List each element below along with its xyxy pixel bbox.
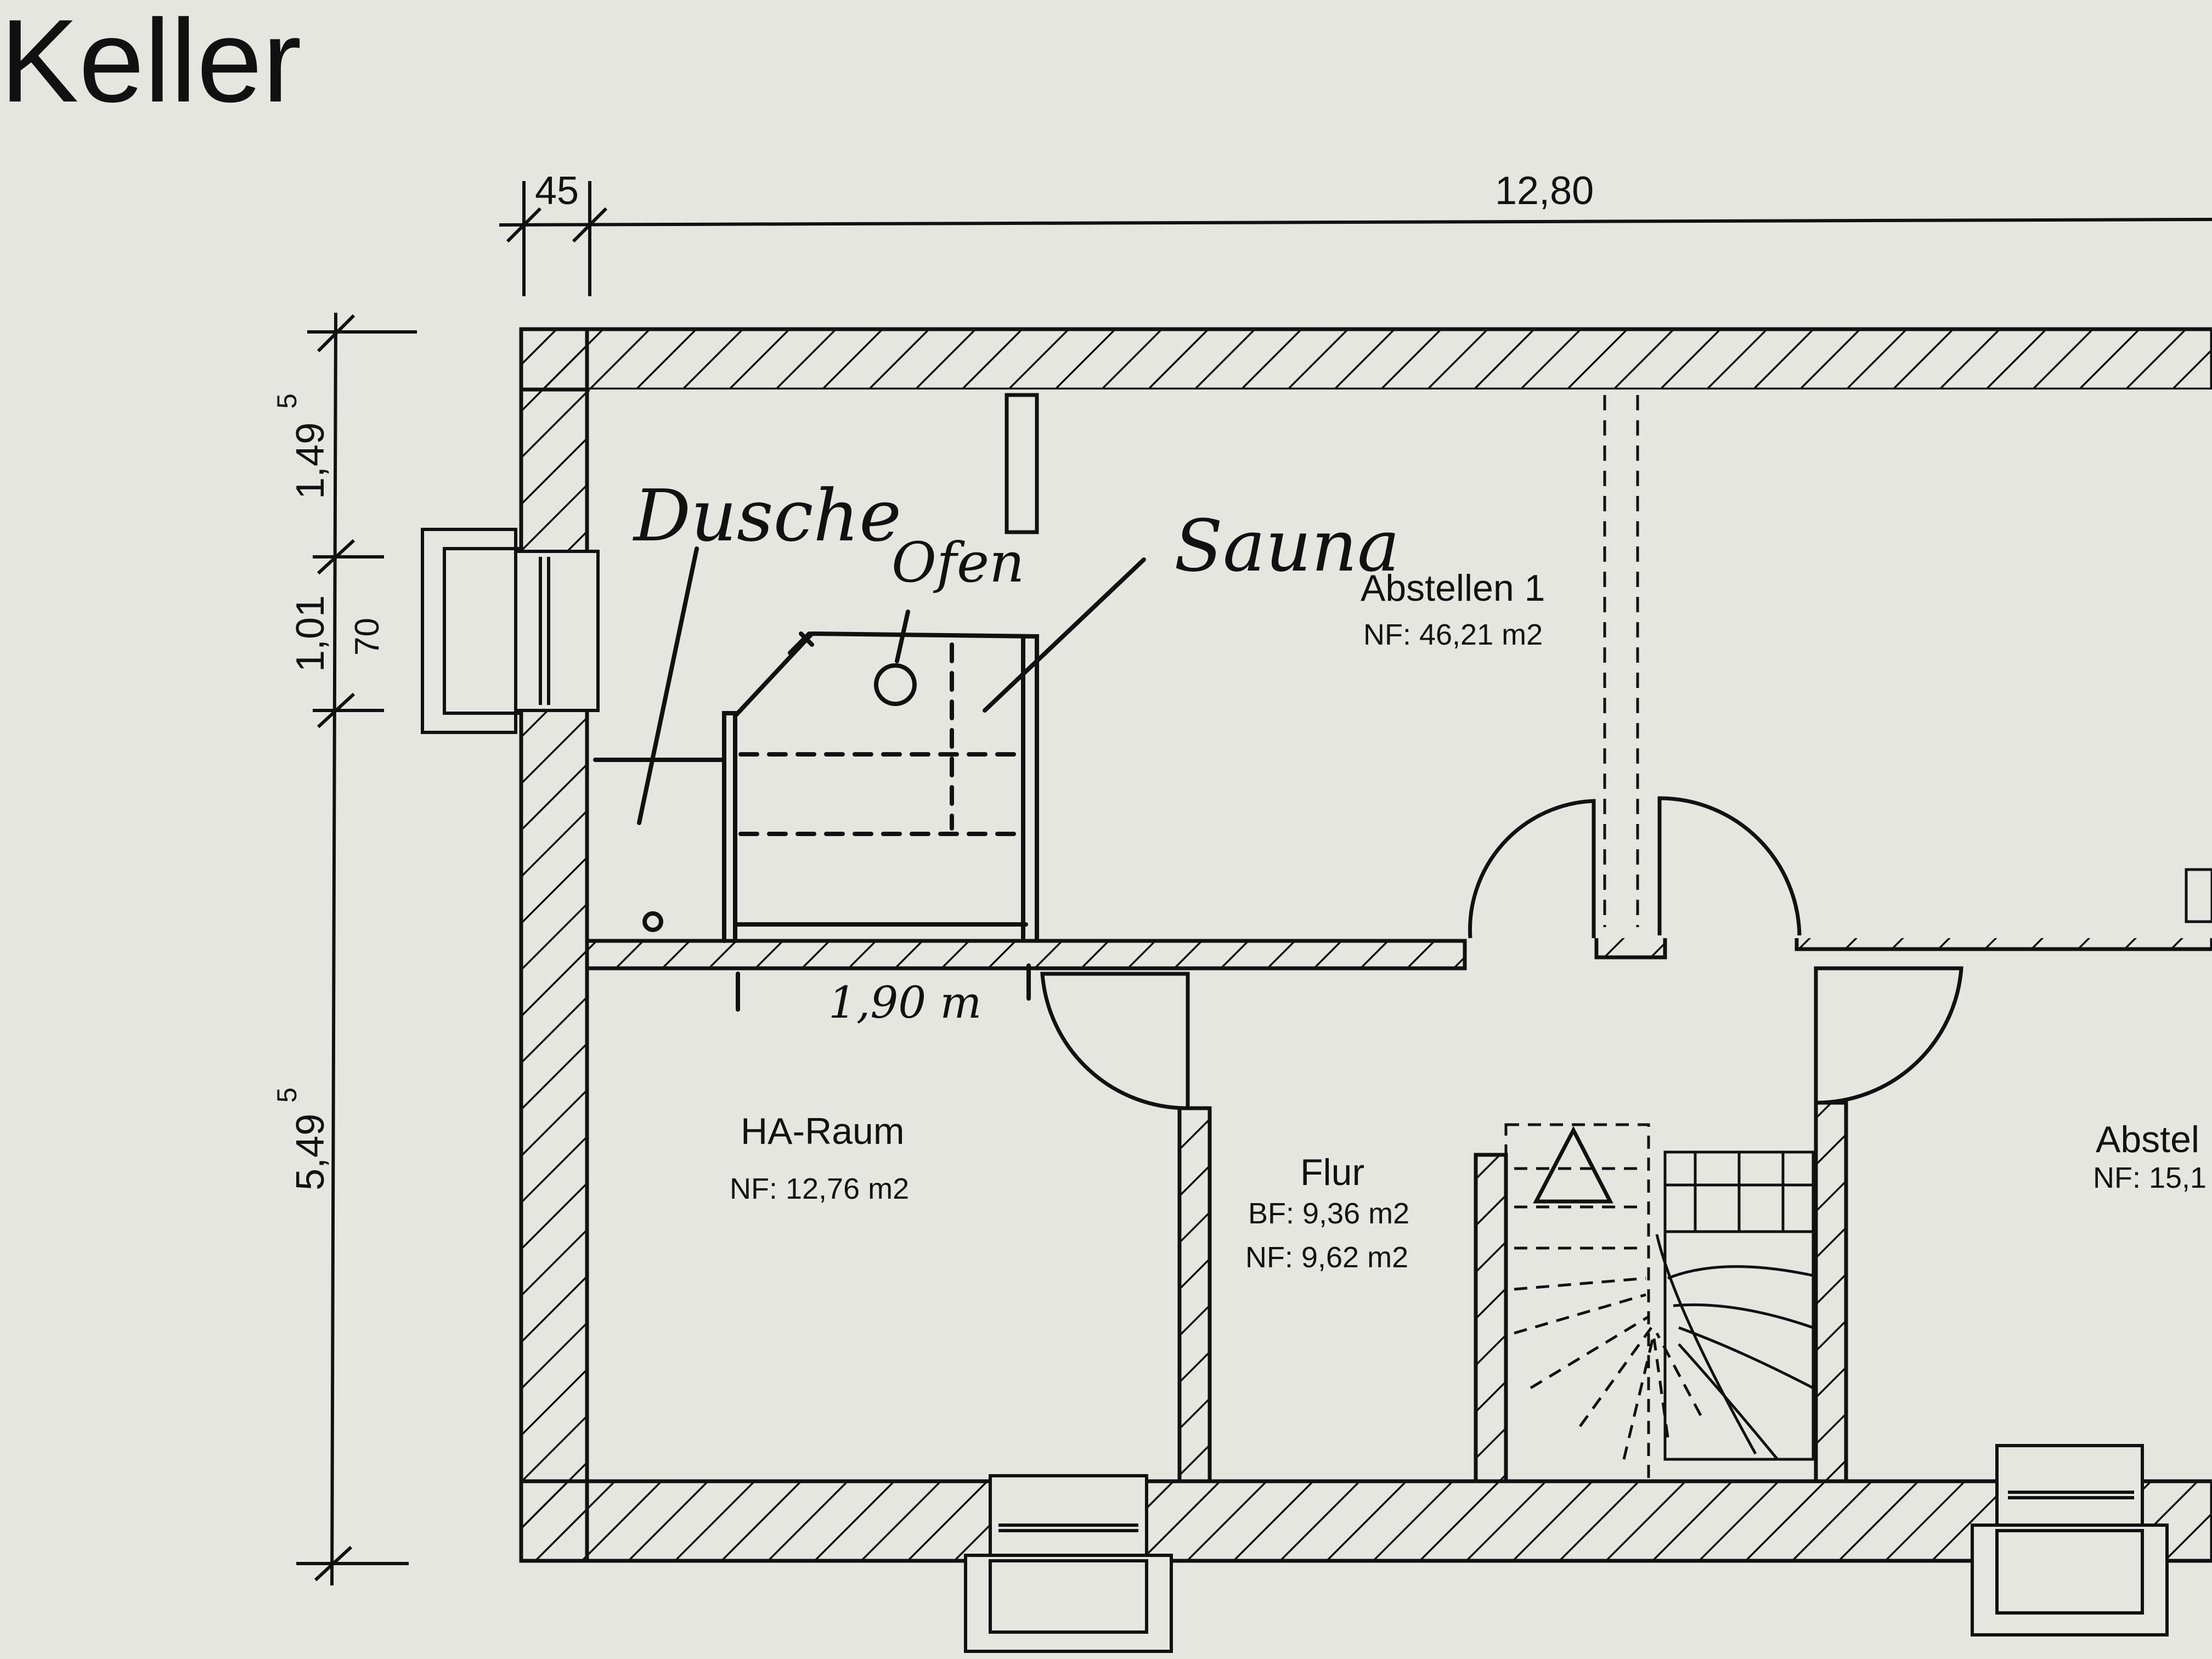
wall-stair-left <box>1474 1153 1508 1483</box>
dashed-beam <box>1603 395 1639 927</box>
room-ha-raum-area: NF: 12,76 m2 <box>730 1172 909 1205</box>
room-flur-area-nf: NF: 9,62 m2 <box>1245 1241 1408 1274</box>
annotation-sauna: Sauna <box>1174 504 1400 588</box>
window-bottom-right <box>1971 1444 2169 1637</box>
dim-top-total: 12,80 <box>1495 169 1594 213</box>
annotation-ofen: Ofen <box>891 531 1025 595</box>
wall-stair-right <box>1814 1101 1848 1483</box>
room-ha-raum-name: HA-Raum <box>741 1110 905 1152</box>
page-title: Keller <box>0 0 302 127</box>
annotation-dusche: Dusche <box>633 474 901 557</box>
dim-left-window-inner: 70 <box>348 618 386 656</box>
room-flur-name: Flur <box>1300 1152 1364 1193</box>
wall-top <box>519 327 2212 392</box>
staircase <box>1504 1123 1815 1483</box>
wall-left <box>519 327 589 1563</box>
dim-left-window: 1,01 <box>289 595 332 672</box>
dimension-lines <box>296 181 2212 1586</box>
window-bottom-left <box>964 1474 1173 1653</box>
dim-left-upper-sup: 5 <box>272 393 302 409</box>
dim-left-lower: 5,49 <box>289 1114 332 1190</box>
sauna-sketch <box>593 546 1146 1012</box>
walls <box>519 327 2212 1563</box>
wall-bottom <box>519 1479 2212 1563</box>
wall-middle-left <box>585 939 1467 970</box>
room-abstellen-right-area: NF: 15,1 <box>2093 1161 2207 1194</box>
wall-flur-left <box>1177 1106 1212 1483</box>
door-swings <box>1040 796 1963 1110</box>
window-left <box>421 528 600 734</box>
dim-top-small: 45 <box>535 169 579 213</box>
dim-left-upper: 1,49 <box>289 422 332 499</box>
right-edge-box <box>2185 868 2212 923</box>
room-abstellen-right-name: Abstel <box>2096 1119 2199 1160</box>
annotation-sauna-width: 1,90 m <box>828 977 981 1028</box>
partition-stub <box>1005 393 1039 534</box>
dim-left-lower-sup: 5 <box>272 1087 302 1103</box>
room-flur-area-bf: BF: 9,36 m2 <box>1248 1197 1409 1230</box>
room-abstellen1-area: NF: 46,21 m2 <box>1363 618 1543 651</box>
room-abstellen1-name: Abstellen 1 <box>1361 567 1545 609</box>
